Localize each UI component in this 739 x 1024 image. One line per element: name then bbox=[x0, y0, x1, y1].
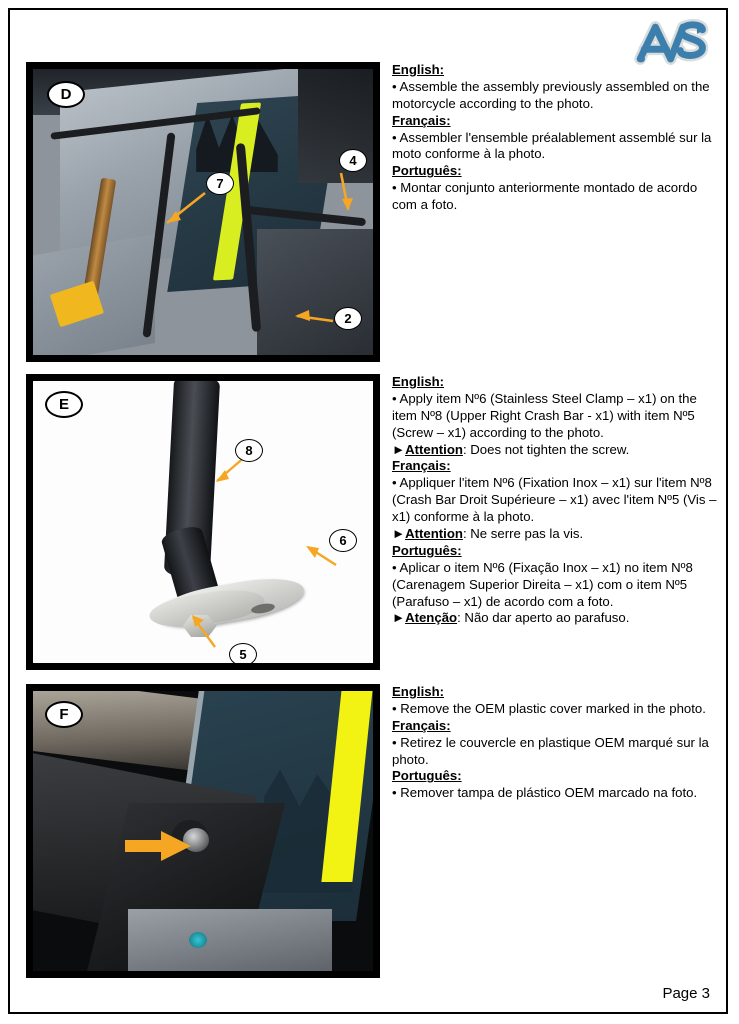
attention-marker-francais-e: ► bbox=[392, 526, 406, 542]
callout-arrow-6 bbox=[296, 541, 342, 573]
step-badge-f: F bbox=[45, 701, 83, 728]
page-number: Page 3 bbox=[662, 985, 710, 1002]
step-badge-e: E bbox=[45, 391, 83, 418]
lang-label-francais-f: Français: bbox=[392, 717, 451, 733]
page-frame: D 7 4 2 English: • Assemble the assembly… bbox=[8, 8, 728, 1014]
lang-label-portugues-f: Português: bbox=[392, 768, 462, 784]
callout-7: 7 bbox=[206, 172, 234, 195]
instruction-francais-f: • Retirez le couvercle en plastique OEM … bbox=[392, 734, 709, 767]
attention-word-francais-e: Attention bbox=[405, 526, 463, 542]
attention-body-francais-e: : Ne serre pas la vis. bbox=[462, 526, 584, 542]
lang-label-francais-e: Français: bbox=[392, 458, 451, 474]
instruction-english-e: • Apply item Nº6 (Stainless Steel Clamp … bbox=[392, 390, 697, 440]
attention-word-english-e: Attention bbox=[405, 441, 463, 457]
step-e: E 8 6 5 English: • Apply item Nº6 (Stain… bbox=[26, 374, 718, 670]
callout-5: 5 bbox=[229, 643, 257, 663]
lang-label-english-d: English: bbox=[392, 62, 445, 77]
attention-word-portugues-e: Atenção bbox=[405, 610, 458, 626]
lang-label-francais-d: Français: bbox=[392, 112, 451, 128]
callout-4: 4 bbox=[339, 149, 367, 172]
callout-8: 8 bbox=[235, 439, 263, 462]
attention-body-portugues-e: : Não dar aperto ao parafuso. bbox=[457, 610, 630, 626]
instructions-e: English: • Apply item Nº6 (Stainless Ste… bbox=[392, 374, 718, 627]
attention-body-english-e: : Does not tighten the screw. bbox=[462, 441, 630, 457]
instruction-francais-d: • Assembler l'ensemble préalablement ass… bbox=[392, 129, 712, 162]
step-badge-d: D bbox=[47, 81, 85, 108]
callout-2: 2 bbox=[334, 307, 362, 330]
instruction-english-f: • Remove the OEM plastic cover marked in… bbox=[392, 700, 706, 716]
lang-label-english-f: English: bbox=[392, 684, 445, 699]
callout-arrow-7 bbox=[153, 189, 213, 233]
instruction-portugues-d: • Montar conjunto anteriormente montado … bbox=[392, 180, 698, 213]
callout-6: 6 bbox=[329, 529, 357, 552]
instruction-english-d: • Assemble the assembly previously assem… bbox=[392, 78, 710, 111]
photo-f: F bbox=[26, 684, 380, 978]
instructions-d: English: • Assemble the assembly previou… bbox=[392, 62, 718, 214]
lang-label-portugues-e: Português: bbox=[392, 542, 462, 558]
callout-arrow-5 bbox=[183, 609, 225, 653]
as-logo bbox=[630, 16, 714, 70]
attention-marker-english-e: ► bbox=[392, 441, 406, 457]
instructions-f: English: • Remove the OEM plastic cover … bbox=[392, 684, 718, 802]
callout-arrow-oem-cover bbox=[124, 831, 193, 861]
photo-d: D 7 4 2 bbox=[26, 62, 380, 362]
instruction-portugues-f: • Remover tampa de plástico OEM marcado … bbox=[392, 785, 698, 801]
attention-francais-e: ►Attention: Ne serre pas la vis. bbox=[392, 526, 718, 543]
attention-english-e: ►Attention: Does not tighten the screw. bbox=[392, 442, 718, 459]
instruction-francais-e: • Appliquer l'item Nº6 (Fixation Inox – … bbox=[392, 475, 717, 525]
lang-label-english-e: English: bbox=[392, 374, 445, 389]
instruction-portugues-e: • Aplicar o item Nº6 (Fixação Inox – x1)… bbox=[392, 559, 693, 609]
step-f: F English: • Remove the OEM plastic cove… bbox=[26, 684, 718, 978]
step-d: D 7 4 2 English: • Assemble the assembly… bbox=[26, 62, 718, 362]
photo-e: E 8 6 5 bbox=[26, 374, 380, 670]
attention-portugues-e: ►Atenção: Não dar aperto ao parafuso. bbox=[392, 610, 718, 627]
callout-arrow-2 bbox=[283, 307, 339, 331]
attention-marker-portugues-e: ► bbox=[392, 610, 406, 626]
lang-label-portugues-d: Português: bbox=[392, 163, 462, 179]
callout-arrow-4 bbox=[331, 169, 361, 219]
